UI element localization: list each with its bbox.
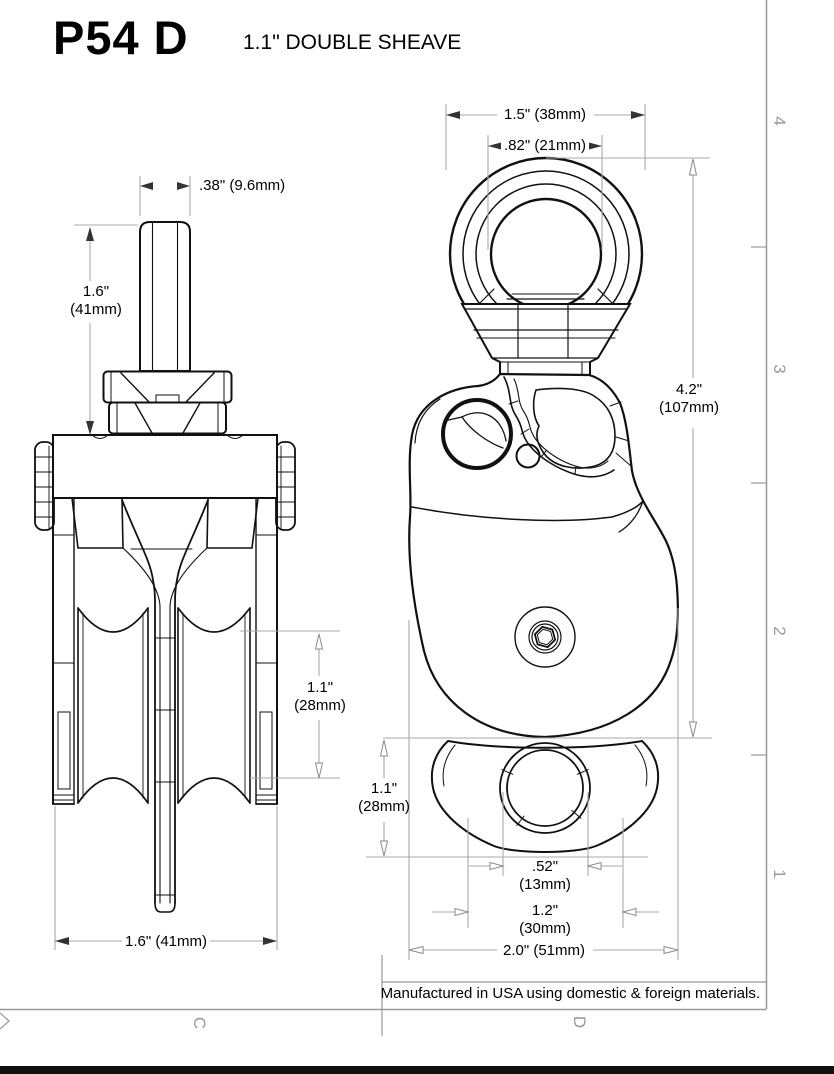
bottom-black-bar [0, 1066, 834, 1074]
dimension-arrows-solid [55, 111, 645, 945]
zone-col-c: C [190, 1016, 209, 1030]
dim-sheave-mm: (28mm) [294, 697, 346, 714]
dimension-arrows-hollow [314, 158, 698, 955]
dimension-lines [54, 104, 712, 960]
dim-overall-height: 4.2" (107mm) [659, 381, 719, 417]
dim-side-width: 1.6" (41mm) [124, 933, 208, 950]
dim-sheave-in: 1.1" [306, 679, 334, 696]
dim-becket-width-in: 1.2" [531, 902, 559, 919]
dim-becket-height: 1.1" (28mm) [358, 780, 410, 816]
side-view-drawing [34, 221, 296, 913]
dim-hole-in: .52" [531, 858, 559, 875]
dim-height-in: 4.2" [675, 381, 703, 398]
dim-stem-height: 1.6" (41mm) [70, 283, 122, 319]
dim-stem-width: .38" (9.6mm) [199, 177, 286, 194]
dim-becket-width-mm: (30mm) [519, 920, 571, 937]
zone-row-1: 1 [770, 869, 789, 879]
dim-stem-height-mm: (41mm) [70, 301, 122, 318]
zone-row-3: 3 [770, 364, 789, 374]
dim-eye-outer: 1.5" (38mm) [503, 106, 587, 123]
dim-overall-width: 2.0" (51mm) [502, 942, 586, 959]
dim-height-mm: (107mm) [658, 399, 720, 416]
front-view-drawing [408, 156, 679, 853]
zone-row-4: 4 [770, 116, 789, 126]
dim-becket-width: 1.2" (30mm) [519, 902, 571, 938]
dim-hole-width: .52" (13mm) [519, 858, 571, 894]
manufacture-note: Manufactured in USA using domestic & for… [380, 985, 760, 1002]
part-number: P54 D [53, 11, 189, 64]
zone-row-2: 2 [770, 626, 789, 636]
sheet-border [0, 0, 768, 1036]
dim-hole-mm: (13mm) [519, 876, 571, 893]
zone-col-d: D [570, 1015, 589, 1029]
part-description: 1.1" DOUBLE SHEAVE [243, 31, 462, 54]
dim-eye-inner: .82" (21mm) [503, 137, 587, 154]
partial-zone-glyph [0, 1012, 10, 1030]
dim-becket-in: 1.1" [370, 780, 398, 797]
dim-stem-height-in: 1.6" [82, 283, 110, 300]
dim-becket-mm: (28mm) [358, 798, 410, 815]
dim-sheave-diameter: 1.1" (28mm) [294, 679, 346, 715]
